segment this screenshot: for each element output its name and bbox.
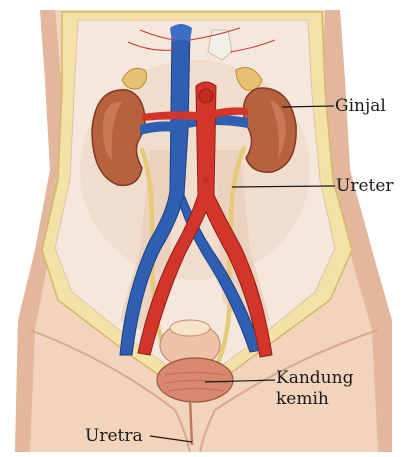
celiac-trunk xyxy=(199,89,213,103)
mesenteric-artery xyxy=(203,177,209,183)
label-ginjal: Ginjal xyxy=(335,97,386,116)
bladder-lower xyxy=(157,358,233,402)
label-uretra: Uretra xyxy=(85,427,143,446)
label-ureter: Ureter xyxy=(336,177,394,196)
label-kemih: kemih xyxy=(276,390,329,409)
label-kandung: Kandung xyxy=(276,369,353,388)
bladder-top-opening xyxy=(170,320,210,336)
